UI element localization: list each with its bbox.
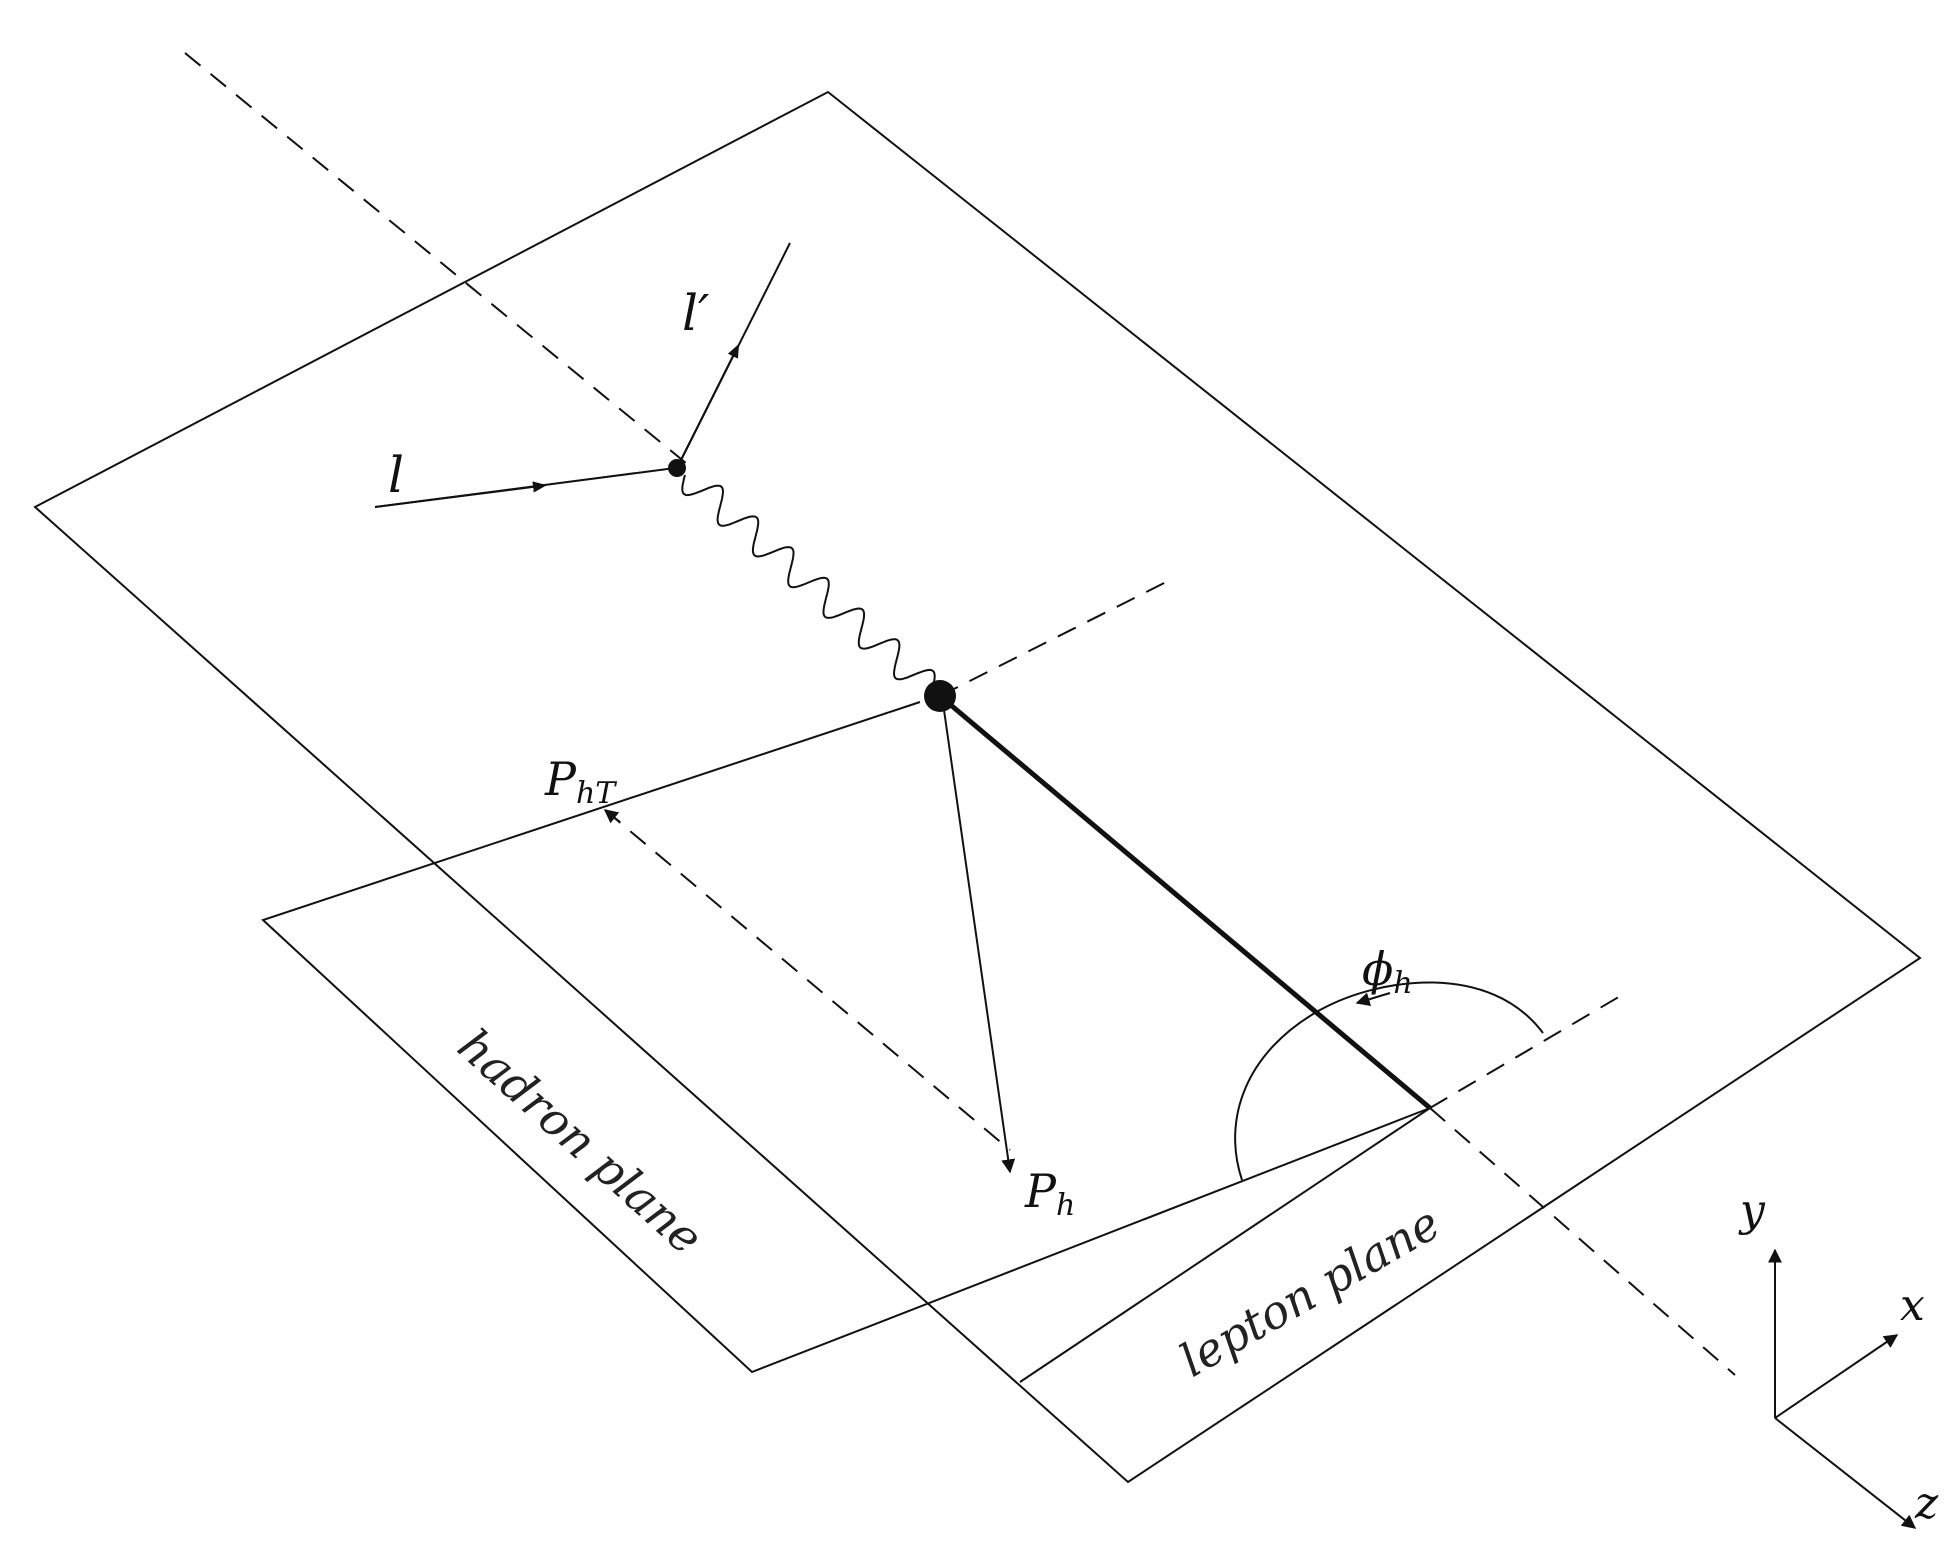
label-phT-main: P: [544, 752, 577, 806]
label-incoming-lepton: l: [388, 446, 404, 504]
label-phT: PhT: [544, 752, 617, 811]
label-phT-sub: hT: [576, 776, 617, 811]
phT-projection-dashed: [604, 809, 1011, 1151]
photon-direction-thick-line: [938, 694, 1432, 1110]
interaction-vertex-dot: [924, 680, 956, 712]
label-axis-x: x: [1900, 1280, 1925, 1331]
label-axis-y: y: [1738, 1185, 1766, 1236]
label-ph-main: P: [1024, 1164, 1057, 1218]
virtual-photon-wavy-line: [681, 474, 936, 691]
label-axis-z: z: [1914, 1478, 1939, 1529]
label-outgoing-lepton: l′: [682, 284, 710, 342]
hadron-momentum-arrow: [941, 695, 1016, 1174]
label-ph: Ph: [1024, 1164, 1075, 1223]
incoming-lepton-arrow: [374, 481, 547, 508]
label-ph-sub: h: [1056, 1188, 1075, 1223]
outgoing-lepton-arrow: [676, 343, 740, 469]
beam-axis-dashed-lower: [1429, 1107, 1736, 1376]
hadron-lepton-plane-intersection: [1019, 1107, 1431, 1383]
lepton-vertex-dot: [668, 459, 686, 477]
label-hadron-plane: hadron plane: [448, 1018, 714, 1265]
label-phi-h-main: ϕ: [1362, 942, 1393, 996]
phT-arrow-tip: [603, 809, 621, 824]
lepton-plane-outline: [33, 90, 1922, 1484]
transverse-axis-dashed-upper: [939, 579, 1171, 697]
hadron-plane-outline: [261, 701, 1431, 1374]
label-lepton-plane: lepton plane: [1171, 1196, 1449, 1388]
label-phi-h-sub: h: [1393, 966, 1412, 1001]
axis-x-arrow: [1774, 1334, 1899, 1419]
beam-axis-dashed: [184, 52, 693, 469]
coordinate-axes: y x z: [1738, 1185, 1939, 1529]
phi-h-angle-arc: [1234, 981, 1544, 1181]
transverse-axis-dashed-lower: [1429, 994, 1623, 1109]
label-phi-h: ϕh: [1362, 942, 1413, 1001]
axis-z-arrow: [1774, 1417, 1917, 1529]
phi-h-arc-arrow: [1355, 992, 1391, 1007]
